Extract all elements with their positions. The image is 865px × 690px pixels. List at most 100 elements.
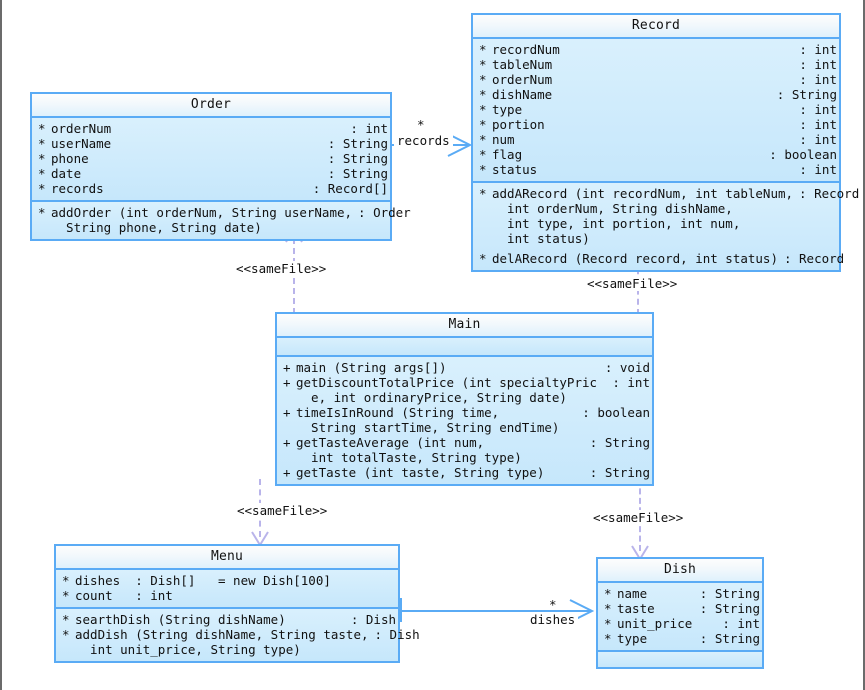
attribute-name: taste xyxy=(617,601,655,616)
class-box-menu[interactable]: Menu * dishes : Dish[] = new Dish[100] *… xyxy=(54,544,420,663)
attribute-name: userName xyxy=(51,136,112,151)
association-line-menu-dish[interactable] xyxy=(400,610,590,612)
attribute-type: : String xyxy=(776,87,837,102)
visibility-marker: * xyxy=(479,57,487,72)
visibility-marker: * xyxy=(62,573,70,588)
attribute-name: type xyxy=(492,102,523,117)
stereotype-main-order: <<sameFile>> xyxy=(233,261,330,276)
visibility-marker: * xyxy=(62,627,70,642)
attribute-name: dishes : Dish[] = new Dish[100] xyxy=(75,573,331,588)
visibility-marker: + xyxy=(283,360,291,375)
attribute-row: * phone : String xyxy=(38,151,388,166)
dependency-line-main-order[interactable] xyxy=(293,238,295,314)
method-signature: main (String args[]) xyxy=(296,360,447,375)
attribute-row: * tableNum : int xyxy=(479,57,837,72)
visibility-marker: * xyxy=(479,132,487,147)
method-signature: addDish (String dishName, String taste, … xyxy=(75,627,369,657)
attribute-row: * count : int xyxy=(62,588,396,603)
visibility-marker: * xyxy=(38,181,46,196)
role-label-records: records xyxy=(394,133,453,148)
method-signature: timeIsInRound (String time, String start… xyxy=(296,405,560,435)
attribute-row: * status : int xyxy=(479,162,837,177)
visibility-marker: * xyxy=(604,616,612,631)
visibility-marker: * xyxy=(479,186,487,201)
stereotype-main-menu: <<sameFile>> xyxy=(234,503,331,518)
class-box-order[interactable]: Order * orderNum : int * userName : Stri… xyxy=(30,92,411,241)
role-label-dishes: dishes xyxy=(527,612,579,627)
method-row: + getDiscountTotalPrice (int specialtyPr… xyxy=(283,375,650,405)
visibility-marker: * xyxy=(62,588,70,603)
class-title-dish: Dish xyxy=(598,559,762,583)
attribute-row: * recordNum : int xyxy=(479,42,837,57)
class-methods-main: + main (String args[]) : void + getDisco… xyxy=(277,355,652,484)
method-return-type: : String xyxy=(589,465,650,480)
attribute-row: * flag : boolean xyxy=(479,147,837,162)
class-box-record[interactable]: Record * recordNum : int * tableNum : in… xyxy=(471,13,859,272)
method-row: * addARecord (int recordNum, int tableNu… xyxy=(479,186,859,246)
method-row: * addDish (String dishName, String taste… xyxy=(62,627,420,657)
method-return-type: : boolean xyxy=(582,405,650,420)
attribute-row: * dishName : String xyxy=(479,87,837,102)
class-box-main[interactable]: Main + main (String args[]) : void + get… xyxy=(275,312,654,486)
attribute-type: : String xyxy=(327,151,388,166)
method-return-type: : Order xyxy=(358,205,411,220)
method-row: * delARecord (Record record, int status)… xyxy=(479,251,844,266)
visibility-marker: * xyxy=(604,586,612,601)
visibility-marker: * xyxy=(479,117,487,132)
method-signature: addOrder (int orderNum, String userName,… xyxy=(51,205,353,235)
attribute-name: tableNum xyxy=(492,57,553,72)
visibility-marker: * xyxy=(479,87,487,102)
attribute-row: * type : String xyxy=(604,631,760,646)
attribute-type: : int xyxy=(350,121,388,136)
attribute-name: type xyxy=(617,631,648,646)
visibility-marker: + xyxy=(283,435,291,450)
method-return-type: : Record xyxy=(799,186,860,201)
attribute-row: * unit_price : int xyxy=(604,616,760,631)
attribute-type: : boolean xyxy=(769,147,837,162)
visibility-marker: * xyxy=(38,121,46,136)
method-signature: addARecord (int recordNum, int tableNum,… xyxy=(492,186,794,246)
association-stub-menu xyxy=(400,598,402,622)
attribute-type: : int xyxy=(799,102,837,117)
visibility-marker: * xyxy=(479,102,487,117)
visibility-marker: * xyxy=(62,612,70,627)
class-title-order: Order xyxy=(32,94,390,118)
attribute-type: : String xyxy=(699,601,760,616)
visibility-marker: * xyxy=(479,162,487,177)
attribute-row: * orderNum : int xyxy=(38,121,388,136)
attribute-name: orderNum xyxy=(51,121,112,136)
attribute-type: : int xyxy=(799,117,837,132)
method-return-type: : int xyxy=(612,375,650,390)
method-signature: getDiscountTotalPrice (int specialtyPric… xyxy=(296,375,598,405)
attribute-name: portion xyxy=(492,117,545,132)
attribute-name: orderNum xyxy=(492,72,553,87)
class-attributes-menu: * dishes : Dish[] = new Dish[100] * coun… xyxy=(56,570,398,607)
attribute-row: * portion : int xyxy=(479,117,837,132)
attribute-row: * userName : String xyxy=(38,136,388,151)
visibility-marker: * xyxy=(479,42,487,57)
attribute-type: : String xyxy=(699,631,760,646)
method-return-type: : void xyxy=(604,360,650,375)
visibility-marker: * xyxy=(38,136,46,151)
class-methods-order: * addOrder (int orderNum, String userNam… xyxy=(32,200,411,239)
class-box-dish[interactable]: Dish * name : String * taste : String * … xyxy=(596,557,764,669)
attribute-name: records xyxy=(51,181,104,196)
class-methods-dish xyxy=(598,650,762,667)
method-row: * searthDish (String dishName) : Dish xyxy=(62,612,396,627)
attribute-name: date xyxy=(51,166,82,181)
method-signature: delARecord (Record record, int status) xyxy=(492,251,778,266)
class-attributes-main xyxy=(277,338,652,355)
visibility-marker: * xyxy=(604,631,612,646)
attribute-row: * date : String xyxy=(38,166,388,181)
attribute-name: num xyxy=(492,132,515,147)
method-signature: getTaste (int taste, String type) xyxy=(296,465,545,480)
visibility-marker: * xyxy=(479,72,487,87)
class-attributes-record: * recordNum : int * tableNum : int * ord… xyxy=(473,39,839,181)
attribute-type: : int xyxy=(722,616,760,631)
attribute-type: : int xyxy=(799,162,837,177)
visibility-marker: * xyxy=(38,151,46,166)
class-title-menu: Menu xyxy=(56,546,398,570)
multiplicity-order-record: * xyxy=(417,117,425,132)
visibility-marker: * xyxy=(604,601,612,616)
